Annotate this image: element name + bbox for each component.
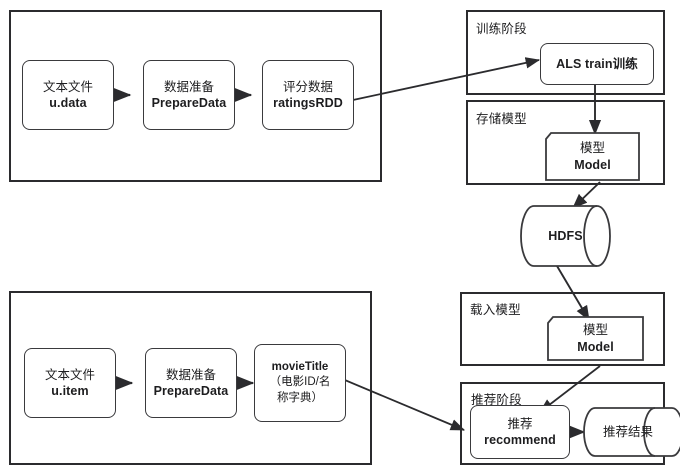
node-recommend-line2: recommend bbox=[484, 433, 556, 447]
node-text-file-uitem[interactable]: 文本文件 u.item bbox=[24, 348, 116, 418]
node-recommend-line1: 推荐 bbox=[507, 416, 533, 431]
shape-hdfs-cylinder-body bbox=[520, 205, 611, 267]
group-training-stage bbox=[466, 10, 665, 95]
node-prepare-data-top-line2: PrepareData bbox=[151, 96, 227, 110]
node-movie-title-line2: （电影ID/名 bbox=[269, 376, 331, 389]
node-prepare-data-bottom-line2: PrepareData bbox=[153, 384, 229, 398]
node-als-train[interactable]: ALS train训练 bbox=[540, 43, 654, 85]
node-movie-title-line3: 称字典） bbox=[277, 391, 323, 404]
node-movie-title-line1: movieTitle bbox=[271, 361, 329, 374]
node-text-file-udata-line2: u.data bbox=[49, 96, 87, 110]
node-text-file-uitem-line2: u.item bbox=[51, 384, 89, 398]
node-text-file-uitem-line1: 文本文件 bbox=[44, 367, 95, 382]
node-movie-title[interactable]: movieTitle （电影ID/名 称字典） bbox=[254, 344, 346, 422]
node-als-train-label: ALS train训练 bbox=[556, 56, 638, 71]
node-hdfs[interactable]: HDFS bbox=[528, 206, 603, 266]
node-prepare-data-top-line1: 数据准备 bbox=[163, 79, 214, 94]
node-ratings-rdd-line2: ratingsRDD bbox=[273, 96, 343, 110]
group-load-model-label: 载入模型 bbox=[470, 303, 521, 317]
node-recommend[interactable]: 推荐 recommend bbox=[470, 405, 570, 459]
node-prepare-data-bottom-line1: 数据准备 bbox=[165, 367, 216, 382]
node-prepare-data-top[interactable]: 数据准备 PrepareData bbox=[143, 60, 235, 130]
shape-hdfs-cylinder-cap bbox=[583, 205, 598, 267]
group-store-model-label: 存储模型 bbox=[476, 112, 527, 126]
node-text-file-udata[interactable]: 文本文件 u.data bbox=[22, 60, 114, 130]
node-prepare-data-bottom[interactable]: 数据准备 PrepareData bbox=[145, 348, 237, 418]
group-recommend-stage-label: 推荐阶段 bbox=[471, 393, 522, 407]
node-ratings-rdd[interactable]: 评分数据 ratingsRDD bbox=[262, 60, 354, 130]
group-training-stage-label: 训练阶段 bbox=[476, 22, 527, 36]
node-text-file-udata-line1: 文本文件 bbox=[42, 79, 93, 94]
edge-model-to-hdfs bbox=[572, 181, 601, 209]
group-store-model bbox=[466, 100, 665, 185]
node-hdfs-label: HDFS bbox=[548, 228, 583, 243]
node-ratings-rdd-line1: 评分数据 bbox=[282, 79, 333, 94]
